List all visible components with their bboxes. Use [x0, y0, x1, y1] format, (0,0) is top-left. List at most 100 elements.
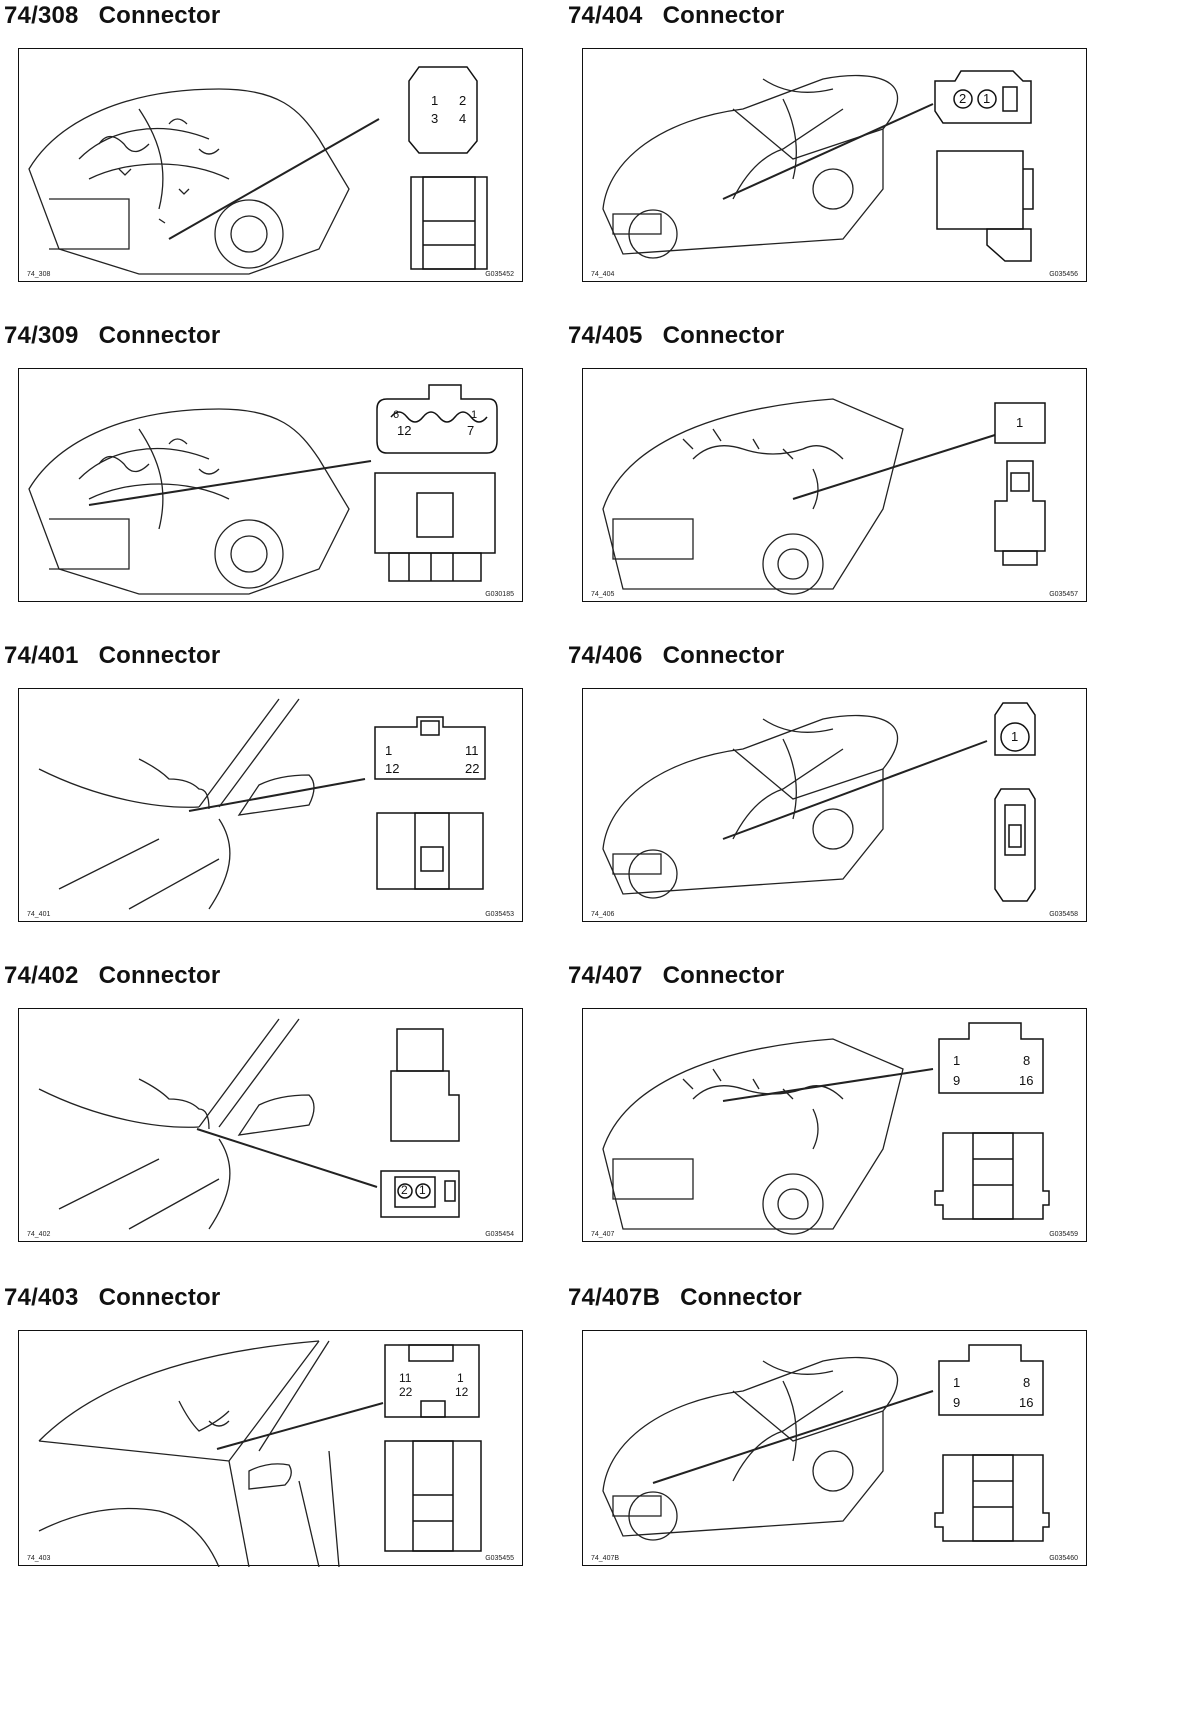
- pin-label: 16: [1019, 1395, 1034, 1410]
- pin-label: 1: [1011, 729, 1019, 744]
- pin-label: 1: [457, 1371, 464, 1385]
- pin-label: 1: [431, 93, 439, 108]
- connector-figure: 11 1 22 12 74_403 G035455: [18, 1330, 523, 1567]
- connector-code: 74/403: [4, 1284, 79, 1311]
- connector-figure: 1 74_406 G035458: [582, 688, 1087, 922]
- connector-figure: 1 11 12 22 74_401 G035453: [18, 688, 523, 922]
- entry-title: 74/407 Connector: [568, 962, 784, 990]
- entry-74-405: 74/405 Connector 1 74_405 G035457: [565, 320, 1200, 610]
- connector-figure: 1 74_405 G035457: [582, 368, 1087, 602]
- figure-code: 74_402: [27, 1231, 51, 1238]
- pin-label: 2: [401, 1183, 408, 1197]
- pin-label: 12: [397, 423, 412, 438]
- connector-figure: 6 1 12 7 G030185: [18, 368, 523, 602]
- entry-title: 74/407B Connector: [568, 1284, 802, 1312]
- engine-bay-illustration: [28, 66, 488, 275]
- figure-code: 74_406: [591, 911, 615, 918]
- connector-figure: 2 1 74_402 G035454: [18, 1008, 523, 1242]
- connector-code: 74/402: [4, 962, 79, 989]
- car-front-illustration: [602, 1022, 1050, 1235]
- car-front-illustration: [602, 398, 1046, 595]
- connector-word: Connector: [98, 322, 221, 349]
- entry-74-406: 74/406 Connector 1 74_406 G035458: [565, 640, 1200, 930]
- connector-code: 74/401: [4, 642, 79, 669]
- pin-label: 9: [953, 1073, 961, 1088]
- pin-label: 1: [471, 409, 478, 421]
- connector-code: 74/407: [568, 962, 643, 989]
- entry-title: 74/404 Connector: [568, 2, 784, 30]
- pin-label: 22: [465, 761, 480, 776]
- entry-74-404: 74/404 Connector 2 1 74_404 G035456: [565, 0, 1200, 290]
- figure-id: G035452: [485, 271, 514, 278]
- pin-label: 1: [1016, 415, 1024, 430]
- door-mirror-illustration: [38, 1018, 460, 1230]
- engine-bay-illustration: [28, 384, 498, 595]
- pin-label: 12: [455, 1385, 469, 1399]
- figure-code: 74_405: [591, 591, 615, 598]
- pin-label: 9: [953, 1395, 961, 1410]
- pin-label: 3: [431, 111, 439, 126]
- car-illustration: [602, 702, 1036, 902]
- connector-word: Connector: [662, 2, 785, 29]
- entry-title: 74/308 Connector: [4, 2, 220, 30]
- figure-id: G035455: [485, 1555, 514, 1562]
- figure-code: 74_401: [27, 911, 51, 918]
- figure-id: G035460: [1049, 1555, 1078, 1562]
- connector-code: 74/405: [568, 322, 643, 349]
- figure-code: 74_308: [27, 271, 51, 278]
- connector-word: Connector: [98, 962, 221, 989]
- connector-word: Connector: [98, 642, 221, 669]
- figure-code: 74_404: [591, 271, 615, 278]
- figure-code: 74_407B: [591, 1555, 620, 1562]
- pin-label: 22: [399, 1385, 413, 1399]
- connector-word: Connector: [680, 1284, 802, 1311]
- pin-label: 1: [983, 91, 991, 106]
- figure-id: G035459: [1049, 1231, 1078, 1238]
- car-illustration: [602, 70, 1034, 262]
- entry-74-407b: 74/407B Connector 1 8 9 16 74_407B G03546…: [565, 1282, 1200, 1582]
- connector-code: 74/308: [4, 2, 79, 29]
- connector-word: Connector: [662, 322, 785, 349]
- pin-label: 8: [1023, 1375, 1031, 1390]
- connector-figure: 1 8 9 16 74_407 G035459: [582, 1008, 1087, 1242]
- connector-figure: 2 1 74_404 G035456: [582, 48, 1087, 282]
- connector-word: Connector: [98, 1284, 221, 1311]
- pin-label: 8: [1023, 1053, 1031, 1068]
- entry-title: 74/401 Connector: [4, 642, 220, 670]
- car-illustration: [602, 1344, 1050, 1542]
- connector-code: 74/407B: [568, 1284, 661, 1311]
- figure-id: G035457: [1049, 591, 1078, 598]
- entry-74-402: 74/402 Connector 2 1 74_402: [0, 960, 560, 1250]
- pin-label: 6: [393, 409, 400, 421]
- pin-label: 16: [1019, 1073, 1034, 1088]
- figure-id: G030185: [485, 591, 514, 598]
- figure-id: G035456: [1049, 271, 1078, 278]
- figure-code: 74_407: [591, 1231, 615, 1238]
- pin-label: 7: [467, 423, 475, 438]
- pin-label: 1: [385, 743, 393, 758]
- pin-label: 2: [959, 91, 967, 106]
- connector-word: Connector: [662, 962, 785, 989]
- door-mirror-illustration: [38, 698, 486, 910]
- pin-label: 1: [419, 1183, 426, 1197]
- pin-label: 4: [459, 111, 467, 126]
- connector-code: 74/404: [568, 2, 643, 29]
- entry-title: 74/405 Connector: [568, 322, 784, 350]
- figure-code: 74_403: [27, 1555, 51, 1562]
- figure-id: G035454: [485, 1231, 514, 1238]
- connector-figure: 1 2 3 4 74_308 G035452: [18, 48, 523, 282]
- connector-word: Connector: [662, 642, 785, 669]
- connector-code: 74/406: [568, 642, 643, 669]
- pin-label: 1: [953, 1375, 961, 1390]
- windscreen-illustration: [38, 1340, 482, 1567]
- pin-label: 11: [465, 743, 479, 758]
- pin-label: 2: [459, 93, 467, 108]
- pin-label: 12: [385, 761, 400, 776]
- pin-label: 11: [399, 1371, 412, 1385]
- pin-label: 1: [953, 1053, 961, 1068]
- connector-word: Connector: [98, 2, 221, 29]
- figure-id: G035458: [1049, 911, 1078, 918]
